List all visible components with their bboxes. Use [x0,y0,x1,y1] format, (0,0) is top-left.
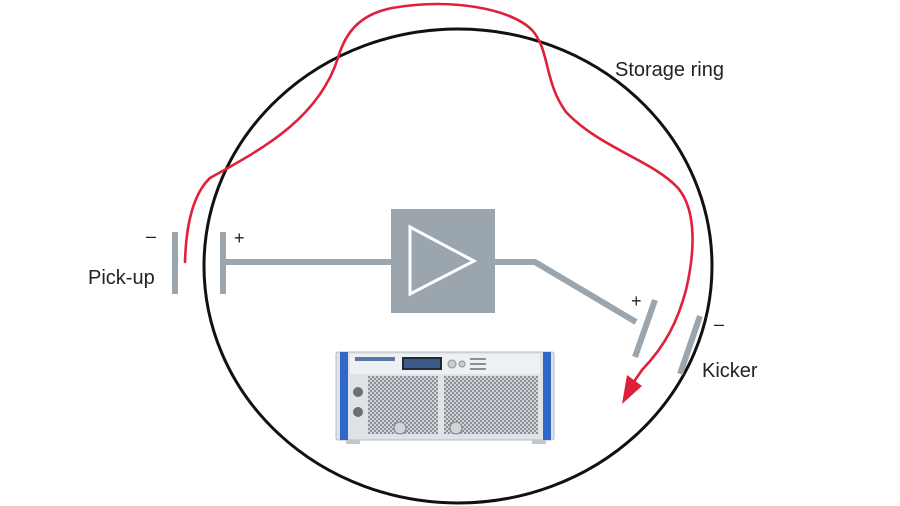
rf-amplifier-rack-icon [335,351,555,444]
pickup-label: Pick-up [88,267,155,289]
pickup-electrode-right [220,232,226,294]
kicker-electrode-right [677,315,703,375]
pickup-minus-sign: – [146,226,156,246]
triangle-amplifier-icon [408,224,478,297]
storage-ring-label: Storage ring [615,59,724,81]
storage-ring [202,27,714,505]
signal-line-out [494,259,638,325]
pickup-plus-sign: + [234,228,245,248]
signal-line-in [224,259,392,265]
pickup-electrode-left [172,232,178,294]
kicker-label: Kicker [702,360,758,382]
kicker-minus-sign: – [714,314,724,334]
kicker-plus-sign: + [631,291,642,311]
kicker-electrode-left [632,299,658,358]
arrow-head-icon [622,375,642,404]
amplifier-box [391,209,495,313]
beam-path [183,2,694,385]
